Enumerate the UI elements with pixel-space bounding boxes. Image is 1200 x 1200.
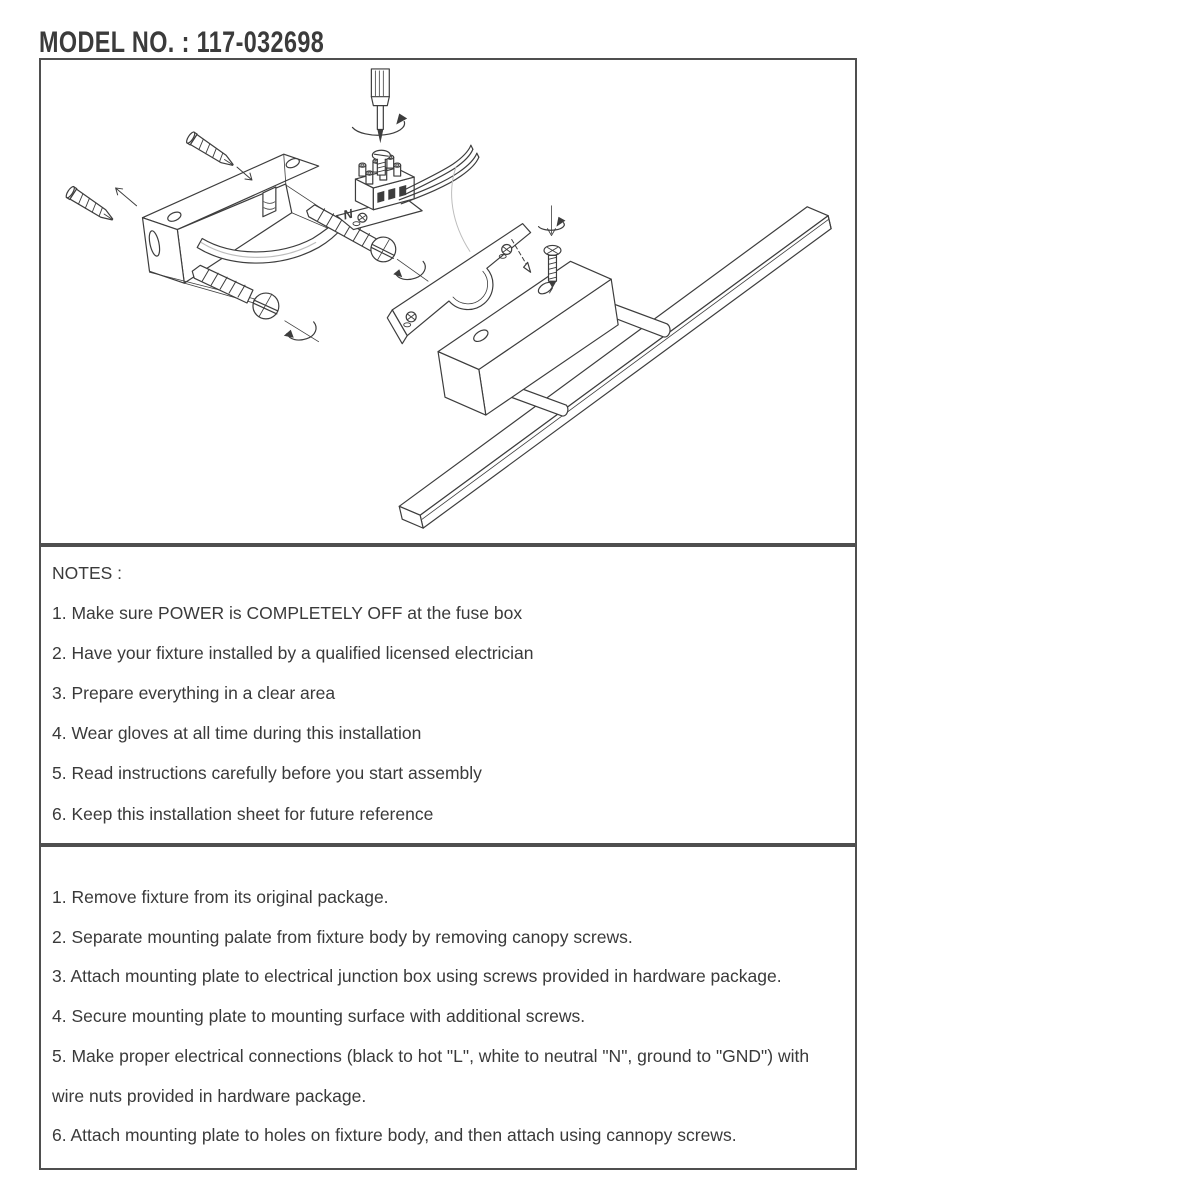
instruction-step: 4. Secure mounting plate to mounting sur… xyxy=(52,1006,586,1027)
light-bar xyxy=(398,206,832,529)
note-item: 2. Have your fixture installed by a qual… xyxy=(52,643,534,664)
rotation-arrow-icon xyxy=(393,258,429,282)
direction-arrow xyxy=(115,187,138,207)
direction-arrow xyxy=(236,166,253,181)
fixture-canopy-body xyxy=(437,260,619,416)
mounting-screw xyxy=(306,204,397,263)
wall-anchor xyxy=(65,185,114,221)
instruction-step: 2. Separate mounting palate from fixture… xyxy=(52,926,633,947)
fixture-mounting-plate xyxy=(386,223,532,345)
instruction-step-continued: wire nuts provided in hardware package. xyxy=(52,1085,367,1106)
exploded-view-diagram: N xyxy=(65,68,832,529)
instruction-step: 3. Attach mounting plate to electrical j… xyxy=(52,966,782,987)
mounting-screw xyxy=(191,264,280,320)
terminal-n-label: N xyxy=(342,206,355,223)
note-item: 6. Keep this installation sheet for futu… xyxy=(52,803,434,824)
instruction-step: 1. Remove fixture from its original pack… xyxy=(52,887,389,907)
note-item: 3. Prepare everything in a clear area xyxy=(52,683,336,704)
note-item: 5. Read instructions carefully before yo… xyxy=(52,763,482,784)
canopy-screw xyxy=(537,205,566,294)
wall-mounting-bracket xyxy=(141,153,378,306)
diagram-panel: N xyxy=(39,58,857,545)
rotation-arrow-icon xyxy=(283,320,320,343)
note-item: 1. Make sure POWER is COMPLETELY OFF at … xyxy=(52,603,523,624)
terminal-block: N xyxy=(335,154,423,231)
page-title: MODEL NO. : 117-032698 xyxy=(39,26,325,59)
instruction-step: 5. Make proper electrical connections (b… xyxy=(52,1045,810,1066)
screwdriver-icon xyxy=(351,68,408,144)
supply-wires xyxy=(398,144,480,252)
notes-heading: NOTES : xyxy=(52,563,123,583)
notes-panel: NOTES : 1. Make sure POWER is COMPLETELY… xyxy=(39,545,857,845)
instructions-panel: 1. Remove fixture from its original pack… xyxy=(39,845,857,1170)
instruction-step: 6. Attach mounting plate to holes on fix… xyxy=(52,1125,737,1146)
note-item: 4. Wear gloves at all time during this i… xyxy=(52,723,422,744)
wall-anchor xyxy=(186,131,234,166)
terminal-screw xyxy=(371,149,391,176)
